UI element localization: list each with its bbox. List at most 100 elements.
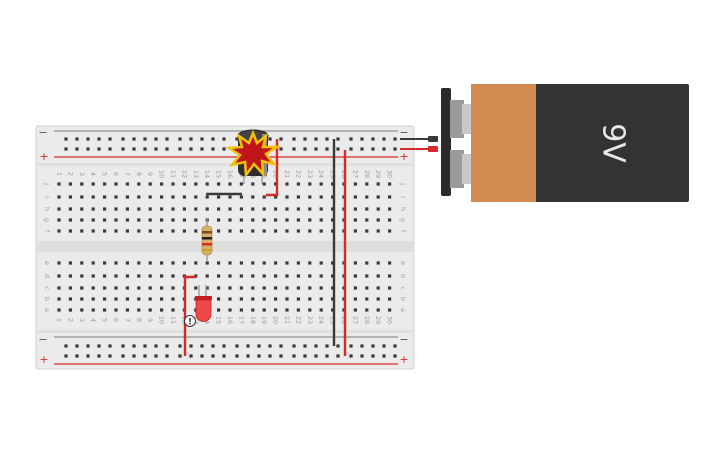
hole-e13[interactable] [194, 261, 198, 265]
hole-f21[interactable] [285, 229, 289, 233]
hole-b21[interactable] [285, 297, 289, 301]
hole-d24[interactable] [319, 274, 323, 278]
hole-i3[interactable] [80, 195, 84, 199]
rail-hole-1-13[interactable] [211, 147, 215, 151]
hole-j27[interactable] [353, 182, 357, 186]
hole-b28[interactable] [365, 297, 369, 301]
rail-hole-0-23[interactable] [325, 137, 329, 141]
hole-c1[interactable] [57, 286, 61, 290]
hole-a21[interactable] [285, 308, 289, 312]
hole-a15[interactable] [217, 308, 221, 312]
hole-a20[interactable] [274, 308, 278, 312]
rail-hole-2-24[interactable] [336, 344, 340, 348]
rail-hole-1-6[interactable] [132, 147, 136, 151]
hole-e5[interactable] [103, 261, 107, 265]
hole-g29[interactable] [376, 218, 380, 222]
hole-b4[interactable] [91, 297, 95, 301]
rail-hole-0-3[interactable] [97, 137, 101, 141]
hole-i2[interactable] [68, 195, 72, 199]
hole-j13[interactable] [194, 182, 198, 186]
rail-hole-3-14[interactable] [222, 354, 226, 358]
hole-h15[interactable] [217, 207, 221, 211]
rail-hole-1-24[interactable] [336, 147, 340, 151]
hole-i14[interactable] [205, 195, 209, 199]
hole-c27[interactable] [353, 286, 357, 290]
hole-a18[interactable] [251, 308, 255, 312]
breadboard[interactable]: − − + + − − + + 112233445566778899101011… [35, 125, 415, 370]
hole-a25[interactable] [331, 308, 335, 312]
hole-f24[interactable] [319, 229, 323, 233]
hole-h30[interactable] [388, 207, 392, 211]
hole-a4[interactable] [91, 308, 95, 312]
rail-hole-0-0[interactable] [64, 137, 68, 141]
rail-hole-1-8[interactable] [154, 147, 158, 151]
hole-c29[interactable] [376, 286, 380, 290]
hole-d8[interactable] [137, 274, 141, 278]
hole-i1[interactable] [57, 195, 61, 199]
rail-hole-2-8[interactable] [154, 344, 158, 348]
hole-i7[interactable] [125, 195, 129, 199]
hole-c14[interactable] [205, 286, 209, 290]
rail-hole-2-9[interactable] [165, 344, 169, 348]
rail-hole-0-19[interactable] [279, 137, 283, 141]
rail-hole-0-6[interactable] [132, 137, 136, 141]
hole-h18[interactable] [251, 207, 255, 211]
hole-i23[interactable] [308, 195, 312, 199]
hole-e20[interactable] [274, 261, 278, 265]
hole-a5[interactable] [103, 308, 107, 312]
hole-c21[interactable] [285, 286, 289, 290]
hole-d1[interactable] [57, 274, 61, 278]
hole-h5[interactable] [103, 207, 107, 211]
hole-e15[interactable] [217, 261, 221, 265]
rail-hole-0-21[interactable] [303, 137, 307, 141]
hole-c2[interactable] [68, 286, 72, 290]
hole-b8[interactable] [137, 297, 141, 301]
hole-g24[interactable] [319, 218, 323, 222]
rail-hole-2-10[interactable] [178, 344, 182, 348]
rail-hole-3-0[interactable] [64, 354, 68, 358]
hole-f5[interactable] [103, 229, 107, 233]
rail-hole-1-25[interactable] [349, 147, 353, 151]
hole-d30[interactable] [388, 274, 392, 278]
hole-e4[interactable] [91, 261, 95, 265]
hole-a19[interactable] [262, 308, 266, 312]
hole-b17[interactable] [239, 297, 243, 301]
rail-hole-2-0[interactable] [64, 344, 68, 348]
hole-f9[interactable] [148, 229, 152, 233]
hole-c20[interactable] [274, 286, 278, 290]
hole-c9[interactable] [148, 286, 152, 290]
hole-c28[interactable] [365, 286, 369, 290]
hole-j29[interactable] [376, 182, 380, 186]
hole-d16[interactable] [228, 274, 232, 278]
hole-h12[interactable] [182, 207, 186, 211]
hole-h8[interactable] [137, 207, 141, 211]
rail-hole-0-22[interactable] [314, 137, 318, 141]
hole-b20[interactable] [274, 297, 278, 301]
hole-j24[interactable] [319, 182, 323, 186]
hole-e21[interactable] [285, 261, 289, 265]
hole-b6[interactable] [114, 297, 118, 301]
hole-j8[interactable] [137, 182, 141, 186]
wires[interactable] [183, 136, 438, 356]
nine-volt-battery[interactable]: 9V [441, 84, 689, 202]
rail-hole-0-29[interactable] [393, 137, 397, 141]
rail-hole-1-0[interactable] [64, 147, 68, 151]
hole-j9[interactable] [148, 182, 152, 186]
hole-e27[interactable] [353, 261, 357, 265]
hole-c25[interactable] [331, 286, 335, 290]
hole-c19[interactable] [262, 286, 266, 290]
rail-hole-0-20[interactable] [292, 137, 296, 141]
hole-d21[interactable] [285, 274, 289, 278]
hole-h25[interactable] [331, 207, 335, 211]
hole-g12[interactable] [182, 218, 186, 222]
hole-d4[interactable] [91, 274, 95, 278]
hole-b15[interactable] [217, 297, 221, 301]
hole-c11[interactable] [171, 286, 175, 290]
hole-j20[interactable] [274, 182, 278, 186]
hole-j16[interactable] [228, 182, 232, 186]
hole-j17[interactable] [239, 182, 243, 186]
hole-i5[interactable] [103, 195, 107, 199]
rail-hole-3-1[interactable] [75, 354, 79, 358]
rail-hole-0-7[interactable] [143, 137, 147, 141]
hole-f23[interactable] [308, 229, 312, 233]
